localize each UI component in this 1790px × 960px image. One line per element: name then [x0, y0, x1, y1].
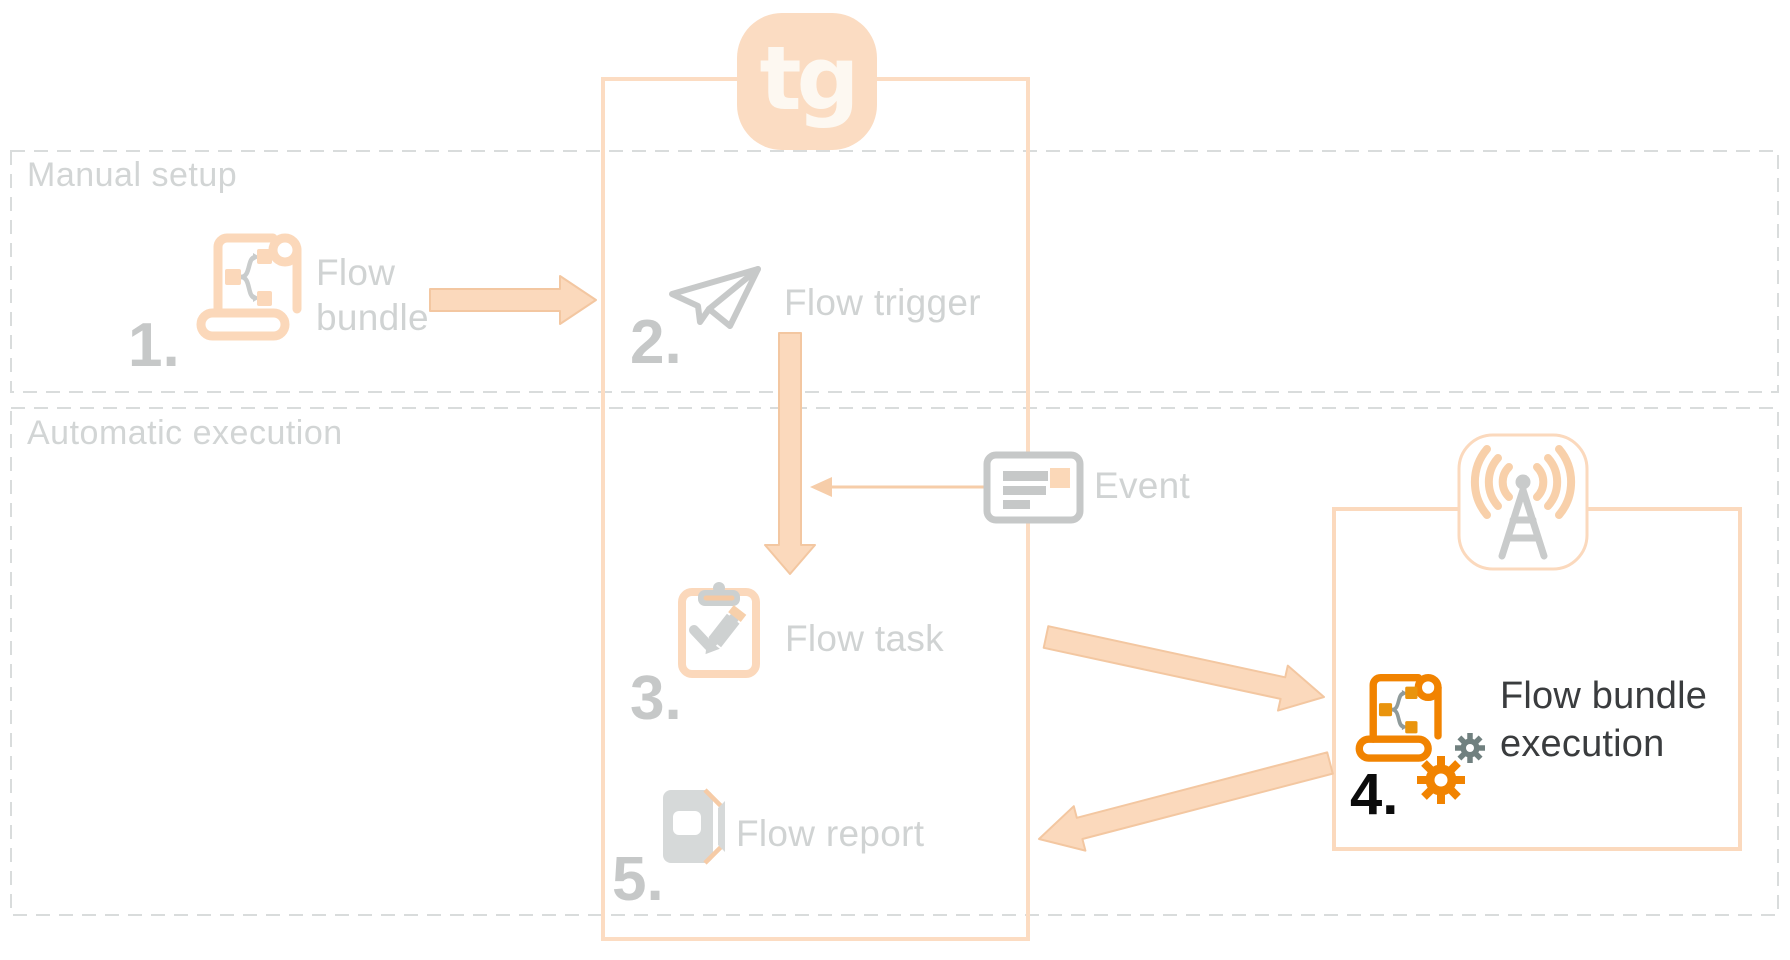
event-icon — [983, 451, 1084, 524]
flow-bundle-execution-icon — [1355, 673, 1442, 762]
automatic-execution-box — [10, 407, 1779, 916]
arrow-event-to-flow — [810, 477, 984, 497]
manual-setup-label: Manual setup — [27, 156, 238, 194]
flow-bundle-icon — [196, 233, 302, 341]
flow-task-label: Flow task — [785, 618, 944, 659]
flow-report-icon — [663, 788, 725, 865]
flow-trigger-label: Flow trigger — [784, 282, 981, 323]
flow-trigger-icon — [669, 266, 761, 329]
arrow-task-to-execution — [1042, 625, 1325, 712]
tg-logo-text: tg — [759, 27, 859, 130]
flow-bundle-label: Flow bundle — [316, 252, 429, 339]
tg-logo-badge — [737, 13, 877, 150]
antenna-icon — [1457, 433, 1589, 571]
step-number-3: 3. — [630, 664, 682, 733]
gears-icon — [1417, 733, 1485, 804]
step-number-2: 2. — [630, 308, 682, 377]
arrow-bundle-to-trigger — [429, 275, 597, 325]
step-number-4: 4. — [1350, 762, 1399, 827]
flow-task-icon — [678, 582, 760, 678]
flow-report-label: Flow report — [736, 813, 925, 854]
step-number-5: 5. — [612, 845, 664, 914]
arrow-execution-to-report — [1038, 751, 1334, 852]
gear-orange-icon — [1417, 756, 1465, 804]
pencil-icon — [705, 605, 747, 655]
gear-gray-icon — [1455, 733, 1485, 763]
event-label: Event — [1094, 465, 1191, 506]
step-number-1: 1. — [128, 311, 180, 380]
flow-bundle-execution-label: Flow bundle execution — [1500, 675, 1708, 765]
manual-setup-box — [10, 150, 1779, 393]
automatic-execution-label: Automatic execution — [27, 414, 343, 452]
arrow-trigger-to-task — [764, 332, 816, 575]
